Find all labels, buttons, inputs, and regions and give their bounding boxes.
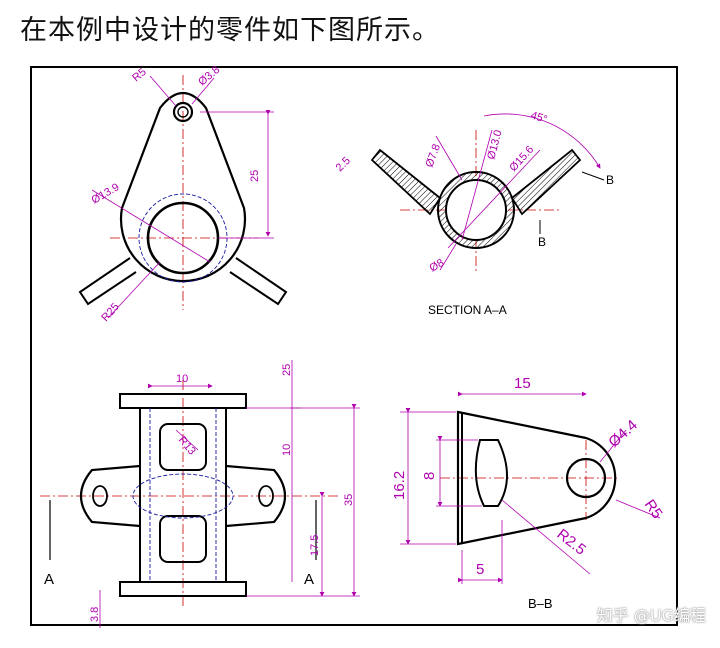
dim-r5: R5	[130, 66, 148, 84]
dim-16-2: 16.2	[391, 471, 408, 500]
dim-phi8: Ø8	[428, 257, 447, 275]
dim-8: 8	[421, 472, 438, 480]
dim-r13: R13	[176, 434, 198, 457]
dim-15: 15	[514, 375, 531, 392]
dim-45deg: 45°	[529, 109, 549, 126]
dim-phi130: Ø13.0	[485, 129, 504, 161]
dim-5: 5	[476, 561, 484, 578]
dim-25: 25	[249, 170, 261, 182]
section-a-label-right: A	[304, 571, 314, 588]
drawing-frame	[30, 66, 678, 626]
dim-17-5: 17.5	[309, 535, 321, 556]
dim-phi38: Ø3.8	[196, 64, 222, 89]
section-b-label-1: B	[606, 173, 614, 187]
section-a-label-left: A	[44, 571, 54, 588]
bb-view: 15 16.2 8 Ø4.4 R5 R2.5 5 B–B	[391, 375, 666, 611]
section-view: 45° 2.5 Ø7.8 Ø13.0 Ø15.6 Ø8 B B SECTION …	[334, 109, 614, 317]
dim-r2-5: R2.5	[554, 526, 589, 559]
section-title: SECTION A–A	[428, 303, 507, 317]
dim-2-5: 2.5	[334, 155, 353, 174]
dim-r5-bb: R5	[641, 497, 666, 522]
dim-35: 35	[343, 494, 355, 506]
dim-10-front: 10	[281, 444, 293, 456]
section-b-label-2: B	[538, 235, 546, 249]
intro-text: 在本例中设计的零件如下图所示。	[20, 15, 440, 46]
dim-phi4-4: Ø4.4	[605, 417, 641, 451]
dim-r25: R25	[99, 301, 121, 324]
dim-phi139: Ø13.9	[90, 181, 122, 206]
top-view: 25 R5 Ø3.8 Ø13.9 R25	[78, 64, 288, 324]
dim-3-8: 3.8	[89, 607, 101, 622]
dim-phi78: Ø7.8	[424, 143, 443, 170]
dim-10-top: 10	[176, 373, 188, 385]
watermark-text: 知乎 @UG编程	[596, 606, 706, 625]
front-view: A A 10 25 10 R13 35 17.5 3.8	[40, 360, 360, 628]
bb-title: B–B	[528, 596, 553, 611]
dim-25-front: 25	[281, 364, 293, 376]
